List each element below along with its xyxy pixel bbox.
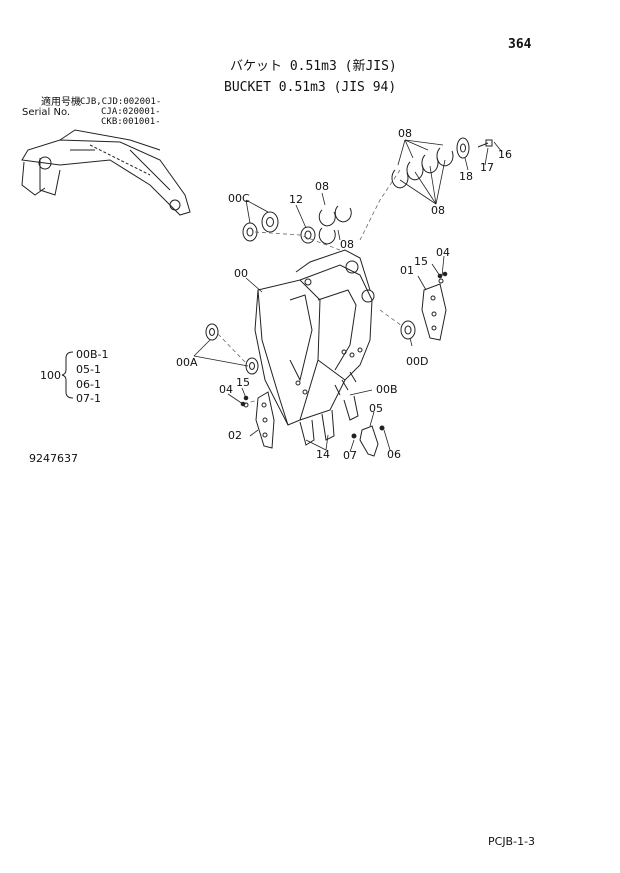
- label-18: 18: [459, 170, 473, 183]
- label-17: 17: [480, 161, 494, 174]
- label-07: 07: [343, 449, 357, 462]
- label-00B: 00B: [376, 383, 398, 396]
- label-15-left: 15: [236, 376, 250, 389]
- shims-08-left: [318, 205, 352, 245]
- bucket-body: [254, 249, 375, 446]
- label-16: 16: [498, 148, 512, 161]
- kit-item-1: 00B-1: [76, 348, 109, 361]
- label-08-right-bottom: 08: [431, 204, 445, 217]
- label-01: 01: [400, 264, 414, 277]
- label-05: 05: [369, 402, 383, 415]
- side-cutter-01: [421, 278, 447, 341]
- kit-number: 100: [40, 369, 61, 382]
- serial-range-1: CJB,CJD:002001-: [80, 97, 162, 107]
- shims-08-right: [391, 137, 493, 189]
- label-00C: 00C: [228, 192, 250, 205]
- washer-00C: [242, 211, 279, 242]
- label-08-right-top: 08: [398, 127, 412, 140]
- serial-label-japanese: 適用号機: [41, 97, 81, 108]
- page-number: 364: [508, 37, 532, 52]
- label-15-right: 15: [414, 255, 428, 268]
- label-00: 00: [234, 267, 248, 280]
- serial-label-english: Serial No.: [22, 107, 71, 118]
- kit-brace: [61, 351, 74, 399]
- title-japanese: バケット 0.51m3 (新JIS): [230, 59, 397, 74]
- washer-00A: [205, 323, 259, 375]
- label-04-right: 04: [436, 246, 450, 259]
- pins-bolts: [240, 271, 448, 438]
- label-08-center-bottom: 08: [340, 238, 354, 251]
- label-02: 02: [228, 429, 242, 442]
- kit-item-3: 06-1: [76, 378, 101, 391]
- serial-range-3: CKB:001001-: [101, 117, 161, 127]
- label-06: 06: [387, 448, 401, 461]
- title-english: BUCKET 0.51m3 (JIS 94): [224, 80, 397, 95]
- label-14: 14: [316, 448, 330, 461]
- label-00D: 00D: [406, 355, 429, 368]
- bushing-12: [300, 226, 316, 244]
- drawing-code: 9247637: [29, 452, 78, 465]
- serial-range-2: CJA:020001-: [101, 107, 161, 117]
- footer-code: PCJB-1-3: [488, 835, 536, 848]
- excavator-arm-thumbnail: [21, 129, 191, 216]
- kit-item-4: 07-1: [76, 392, 101, 405]
- side-cutter-02: [243, 391, 275, 449]
- label-08-center-top: 08: [315, 180, 329, 193]
- label-00A: 00A: [176, 356, 198, 369]
- kit-item-2: 05-1: [76, 363, 101, 376]
- label-04-left: 04: [219, 383, 233, 396]
- washer-00D: [400, 320, 416, 340]
- label-12: 12: [289, 193, 303, 206]
